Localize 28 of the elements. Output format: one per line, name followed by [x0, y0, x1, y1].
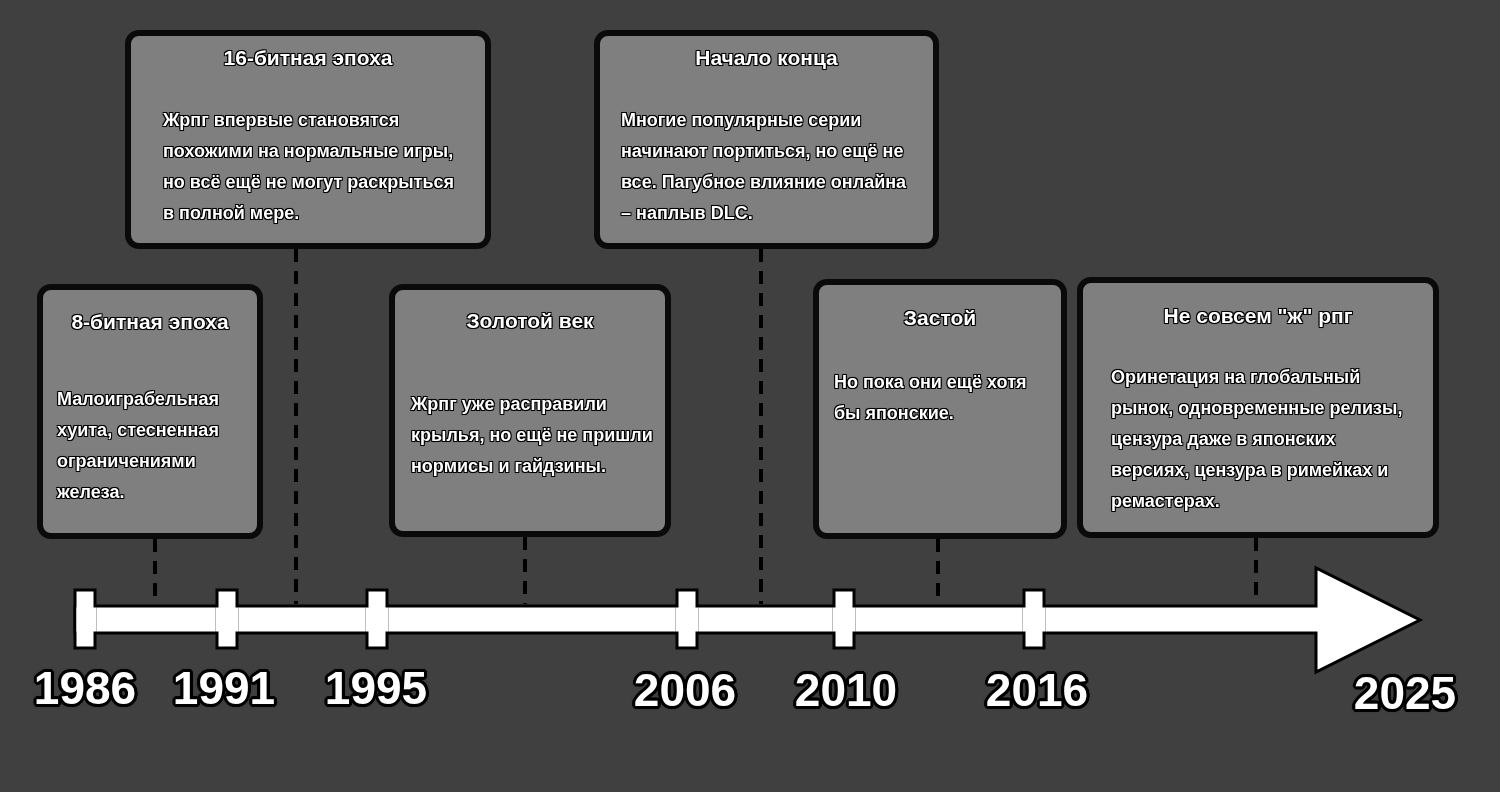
era-description: Многие популярные серии начинают портиться, но ещё не все. Пагубное влияние онлайна – наплыв DLC. [621, 109, 908, 225]
year-label: 2006 [633, 667, 737, 713]
year-label: 2025 [1353, 670, 1457, 716]
era-card [813, 279, 1067, 539]
era-title: Не совсем "ж" рпг [1163, 303, 1353, 329]
year-label: 1995 [324, 665, 428, 711]
era-title: 16-битная эпоха [223, 45, 393, 71]
dashed-connector [523, 537, 527, 604]
dashed-connector [759, 249, 763, 604]
year-label: 1991 [172, 665, 276, 711]
era-description: Жрпг впервые становятся похожими на нормальные игры, но всё ещё не могут раскрыться в полной мере. [163, 109, 455, 225]
era-title: 8-битная эпоха [71, 309, 229, 335]
era-card [389, 284, 671, 537]
dashed-connector [294, 249, 298, 604]
year-label: 1986 [33, 665, 137, 711]
year-label: 2010 [794, 667, 898, 713]
era-card [125, 30, 491, 249]
era-description: Оринетация на глобальный рынок, одновременные релизы, цензура даже в японских версиях, цензура в римейках и ремастерах. [1111, 366, 1404, 513]
era-description: Но пока они ещё хотя бы японские. [834, 371, 1028, 425]
era-card [594, 30, 939, 249]
era-title: Застой [903, 305, 977, 331]
era-card [37, 284, 263, 539]
era-title: Золотой век [466, 308, 594, 334]
era-description: Малоиграбельная хуита, стесненная ограничениями железа. [57, 388, 220, 504]
era-description: Жрпг уже расправили крылья, но ещё не пришли нормисы и гайдзины. [411, 393, 654, 478]
year-label: 2016 [985, 667, 1089, 713]
era-title: Начало конца [695, 45, 838, 71]
era-card [1077, 277, 1439, 538]
